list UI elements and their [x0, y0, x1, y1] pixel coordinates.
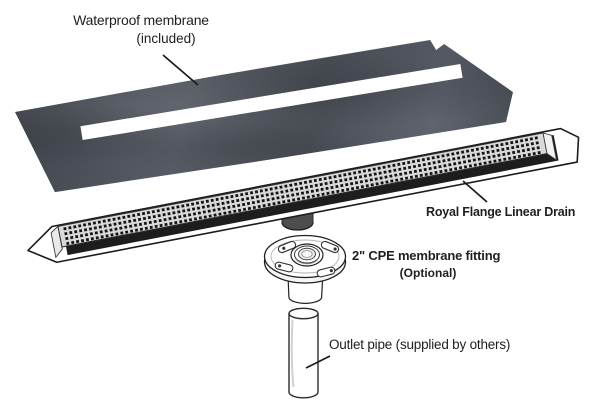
fitting-label-line1: 2" CPE membrane fitting [352, 248, 501, 263]
waterproof-membrane-graphic [14, 39, 513, 193]
fitting-flange-top [263, 234, 347, 279]
fitting-slot [316, 266, 336, 278]
membrane-label-line2: (included) [136, 31, 196, 46]
fitting-slot [277, 240, 297, 254]
pipe-label: Outlet pipe (supplied by others) [329, 337, 511, 352]
drain-leader-line [462, 180, 488, 203]
membrane-label-line1: Waterproof membrane [73, 12, 209, 28]
fitting-center-boss [290, 243, 324, 267]
fitting-slot [274, 261, 294, 273]
cpe-fitting-graphic [263, 234, 347, 304]
fitting-label-line2: (Optional) [399, 266, 457, 280]
drain-right-end-face [542, 132, 557, 161]
drain-outlet-spigot-graphic [281, 207, 314, 231]
pipe-leader-line [305, 355, 331, 369]
drain-label: Royal Flange Linear Drain [426, 205, 576, 219]
drain-left-end-cap [50, 225, 63, 259]
fitting-slot [320, 240, 340, 254]
outlet-pipe-graphic [288, 307, 319, 399]
fitting-neck [287, 271, 324, 304]
fitting-flange-rim [263, 240, 347, 284]
